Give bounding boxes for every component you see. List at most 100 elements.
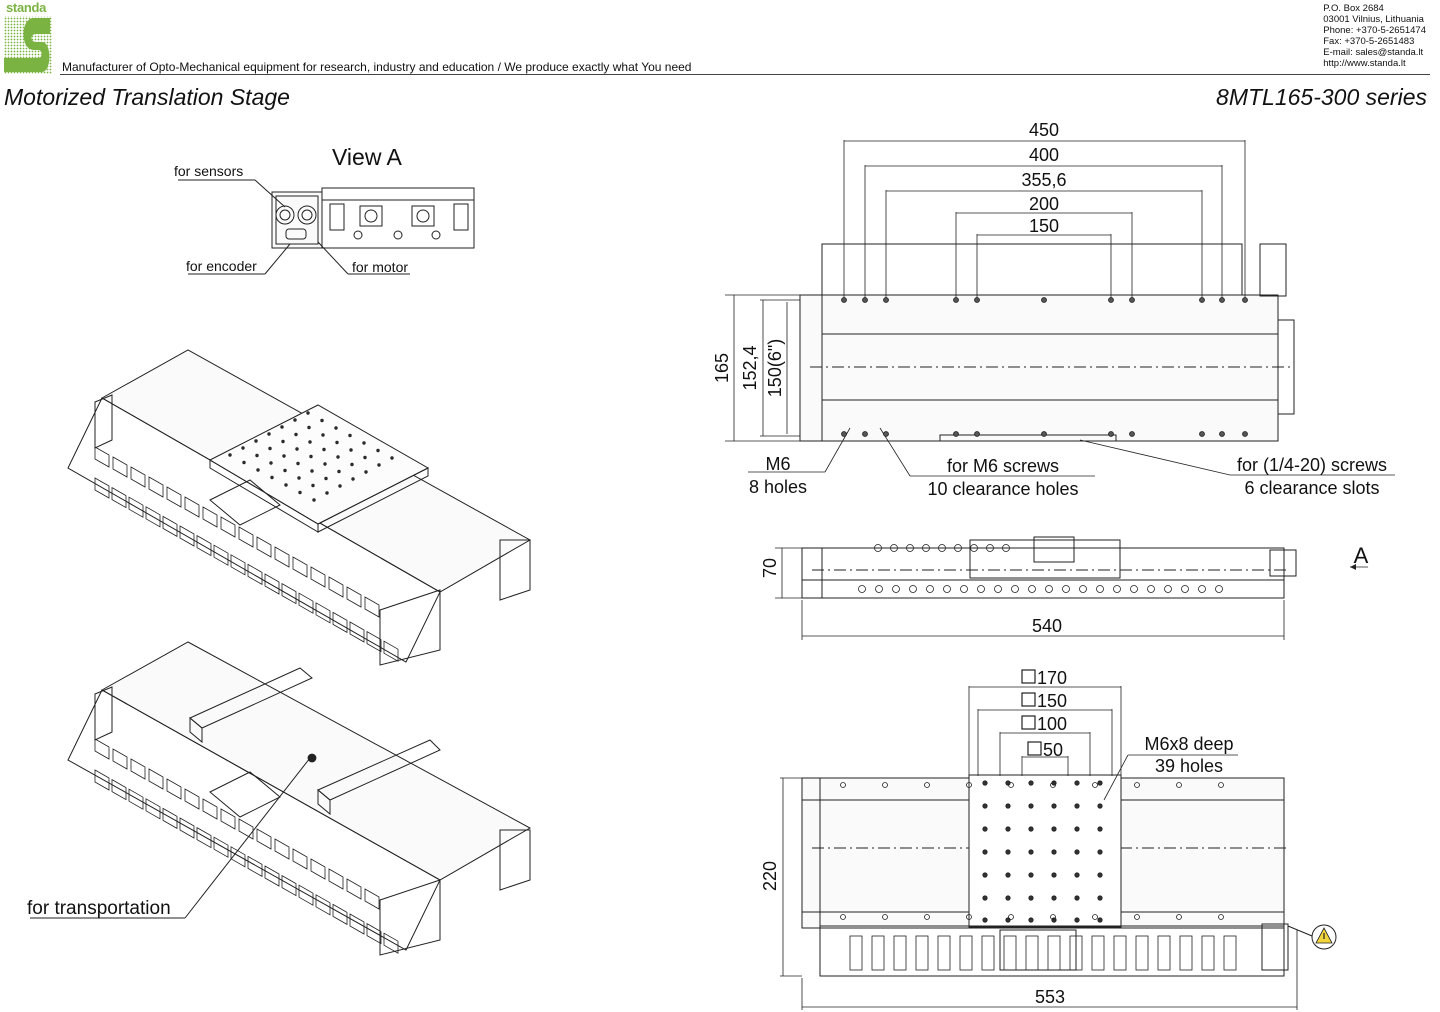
drawing-details	[94, 297, 1248, 971]
chain-link	[1223, 935, 1237, 971]
chain-link	[332, 903, 348, 926]
label-for-sensors: for sensors	[174, 163, 243, 179]
hole	[1051, 917, 1057, 923]
hole	[334, 426, 338, 430]
standa-logo	[4, 2, 52, 74]
hole	[294, 432, 298, 437]
hole	[883, 431, 889, 437]
chain-link	[184, 496, 200, 518]
hole	[994, 585, 1002, 593]
tagline: Manufacturer of Opto-Mechanical equipmen…	[62, 60, 692, 74]
hole	[1096, 585, 1104, 593]
chain-link	[315, 602, 331, 624]
hole	[1134, 914, 1140, 920]
hole	[312, 498, 316, 502]
view-direction-arrow	[1350, 564, 1356, 570]
dim-355-6: 355,6	[1021, 170, 1066, 190]
hole	[311, 483, 315, 488]
hole	[307, 425, 311, 430]
chain-link	[332, 611, 348, 634]
hole	[1051, 849, 1057, 855]
hole	[1164, 585, 1172, 593]
view-a-drawing	[178, 179, 475, 275]
hole	[1028, 826, 1034, 832]
hole	[269, 461, 273, 465]
hole	[1176, 914, 1182, 920]
chain-link	[247, 563, 263, 586]
chain-link	[1025, 935, 1039, 971]
hole	[297, 476, 301, 480]
chain-link	[328, 868, 344, 890]
hole	[1028, 872, 1034, 878]
hole	[882, 914, 888, 920]
hole	[953, 297, 959, 303]
hole	[320, 418, 324, 423]
hole	[1005, 780, 1011, 786]
hole	[858, 585, 866, 593]
hole	[1050, 782, 1056, 788]
bottom-view-drawing	[801, 774, 1313, 977]
hole	[982, 803, 988, 809]
hole	[280, 425, 284, 429]
hole	[1041, 297, 1047, 303]
chain-link	[112, 748, 128, 770]
hole	[1005, 826, 1011, 832]
chain-link	[915, 935, 929, 971]
hole	[1028, 849, 1034, 855]
hole	[982, 917, 988, 923]
chain-link	[281, 582, 297, 605]
chain-link	[220, 808, 236, 830]
hole	[862, 297, 868, 303]
hole	[982, 849, 988, 855]
hole	[841, 431, 847, 437]
hole	[350, 462, 354, 467]
hole	[840, 914, 846, 920]
hole	[1008, 914, 1014, 920]
hole	[1242, 431, 1248, 437]
dim-square-150: 150	[1037, 691, 1067, 711]
hole	[974, 431, 980, 437]
other-dimensions	[775, 547, 1368, 1010]
chain-link	[166, 778, 182, 800]
hole	[1092, 914, 1098, 920]
hole	[1028, 895, 1034, 901]
hole	[922, 544, 930, 552]
hole	[298, 490, 302, 495]
hole	[1129, 431, 1135, 437]
dim-450: 450	[1029, 120, 1059, 140]
chain-link	[238, 818, 254, 840]
logo-s-mark	[4, 16, 52, 74]
hole	[364, 470, 368, 474]
chain-link	[981, 935, 995, 971]
hole	[1074, 803, 1080, 809]
hole	[1005, 803, 1011, 809]
hole	[892, 585, 900, 593]
chain-link	[202, 506, 218, 528]
hole	[1108, 431, 1114, 437]
hole	[1005, 872, 1011, 878]
hole	[1028, 803, 1034, 809]
chain-link	[256, 828, 272, 850]
chain-link	[959, 935, 973, 971]
hole	[1050, 914, 1056, 920]
warning-icon	[1311, 924, 1337, 950]
hole	[282, 454, 286, 458]
chain-link	[213, 836, 229, 858]
hole	[348, 433, 352, 438]
product-series-title: 8MTL165-300 series	[1216, 84, 1427, 110]
hole	[363, 455, 367, 460]
chain-link	[128, 496, 144, 518]
hole	[254, 439, 258, 443]
hole	[1074, 780, 1080, 786]
dim-150: 150	[1029, 216, 1059, 236]
chain-link	[292, 556, 308, 578]
chain-link	[230, 554, 246, 576]
hole	[228, 453, 232, 457]
dim-square-100: 100	[1037, 714, 1067, 734]
chain-link	[1135, 935, 1149, 971]
chain-link	[94, 446, 110, 468]
chain-link	[213, 544, 229, 566]
hole	[349, 448, 353, 452]
hole	[255, 453, 259, 458]
hole	[338, 484, 342, 488]
